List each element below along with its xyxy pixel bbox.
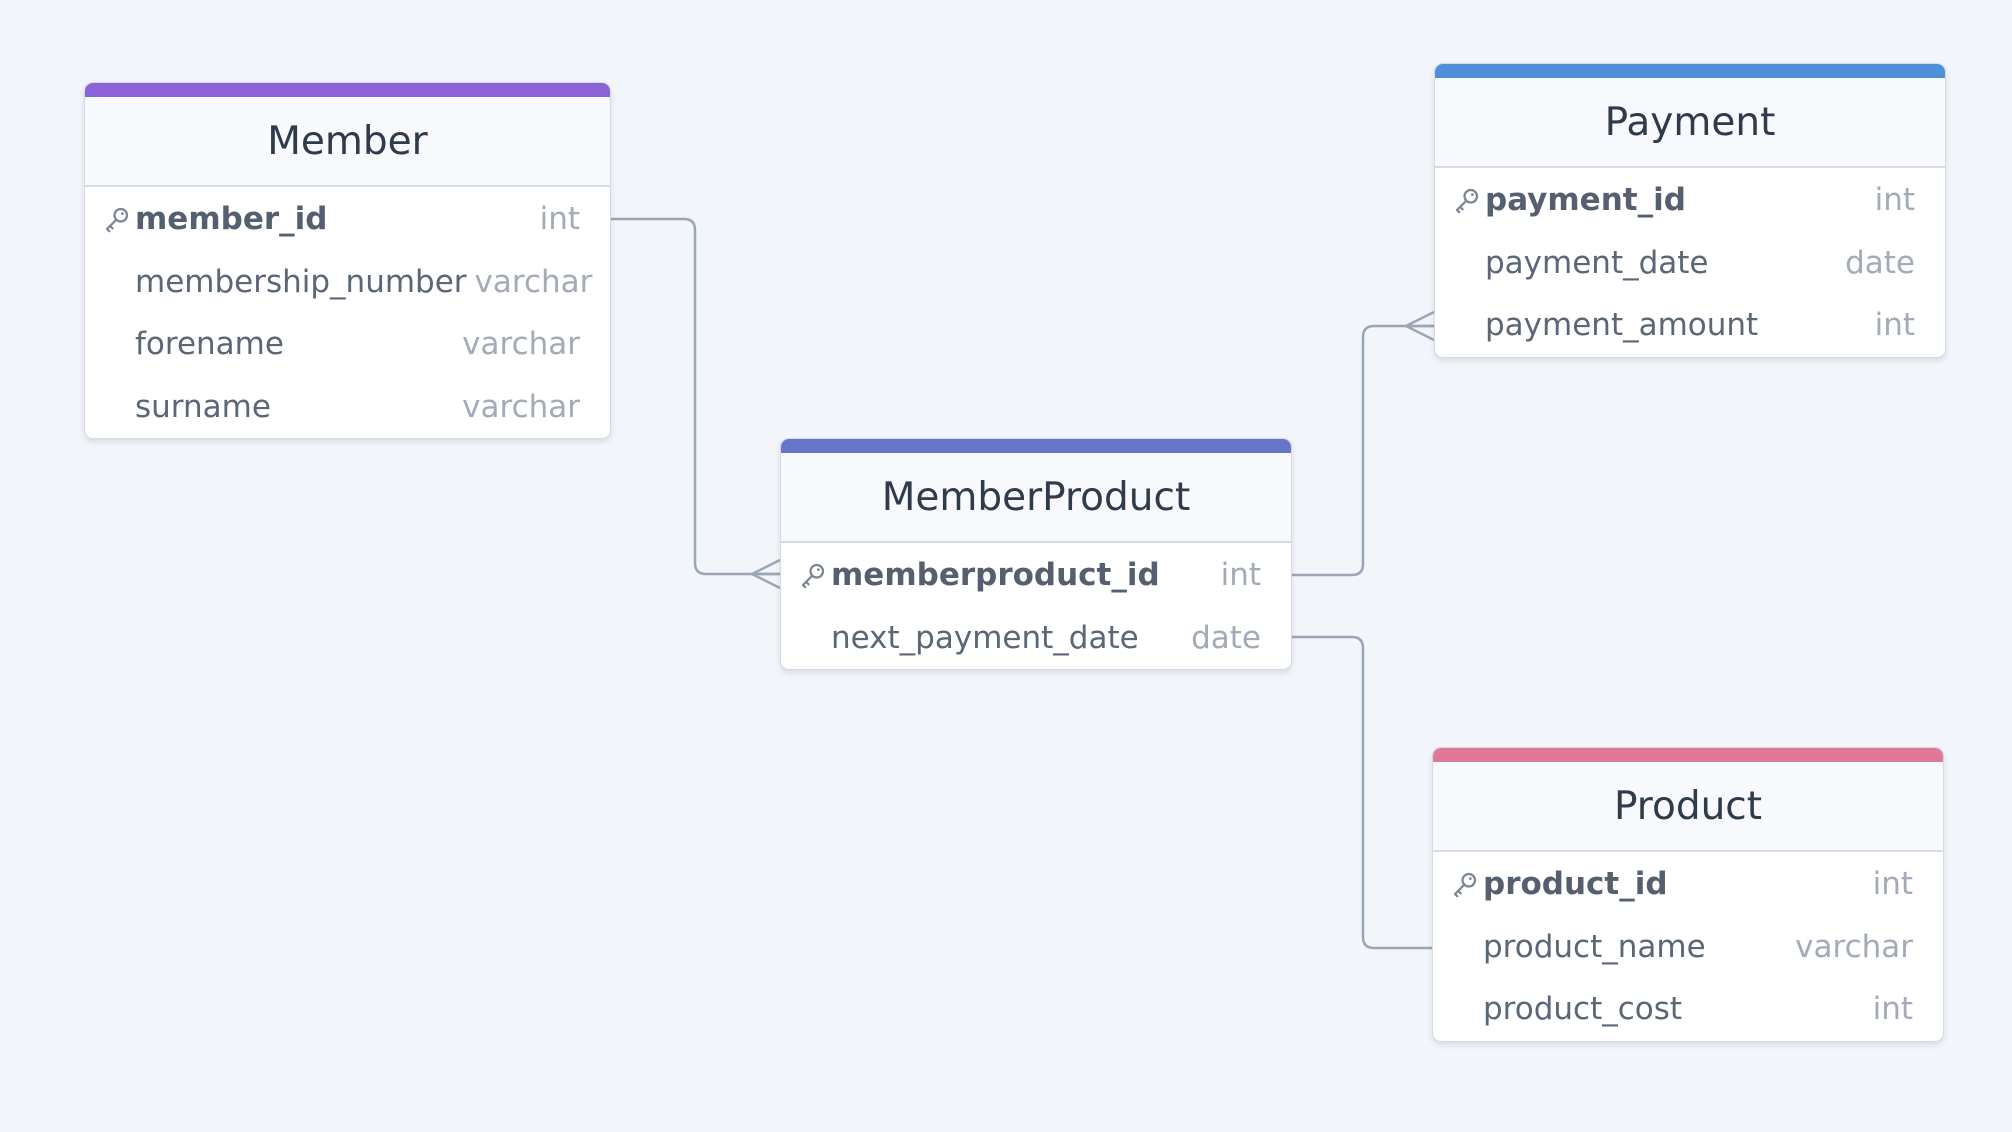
column-row-product-cost[interactable]: product_cost int	[1433, 978, 1943, 1041]
column-type: int	[539, 201, 580, 238]
column-name: payment_date	[1485, 244, 1709, 281]
key-icon	[1449, 185, 1485, 215]
entity-accent-bar	[85, 83, 610, 97]
entity-title: Product	[1433, 762, 1943, 852]
column-type: date	[1191, 619, 1261, 656]
column-name: product_id	[1483, 866, 1668, 903]
connector-member-memberproduct	[611, 217, 780, 576]
crowfoot-payment	[1404, 310, 1435, 342]
entity-product[interactable]: Product product_id int product_name varc…	[1432, 747, 1944, 1042]
column-row-next-payment-date[interactable]: next_payment_date date	[781, 607, 1291, 670]
column-row-memberproduct-id[interactable]: memberproduct_id int	[781, 544, 1291, 607]
entity-accent-bar	[781, 439, 1291, 453]
column-row-forename[interactable]: forename varchar	[85, 313, 610, 376]
column-row-surname[interactable]: surname varchar	[85, 376, 610, 439]
column-row-payment-date[interactable]: payment_date date	[1435, 232, 1945, 295]
entity-memberproduct[interactable]: MemberProduct memberproduct_id int next_…	[780, 438, 1292, 670]
connector-memberproduct-payment	[1292, 324, 1434, 577]
column-name: next_payment_date	[831, 619, 1139, 656]
column-row-payment-id[interactable]: payment_id int	[1435, 169, 1945, 232]
column-name: member_id	[135, 201, 328, 238]
crowfoot-memberproduct	[750, 558, 781, 590]
column-name: product_cost	[1483, 991, 1683, 1028]
column-name: forename	[135, 326, 284, 363]
column-type: int	[1872, 866, 1913, 903]
key-icon	[1447, 869, 1483, 899]
column-type: int	[1874, 182, 1915, 219]
column-row-payment-amount[interactable]: payment_amount int	[1435, 294, 1945, 357]
column-type: varchar	[474, 263, 593, 300]
column-type: varchar	[462, 326, 580, 363]
column-name: product_name	[1483, 928, 1706, 965]
column-row-member-id[interactable]: member_id int	[85, 188, 610, 251]
key-icon	[795, 560, 831, 590]
entity-title: Payment	[1435, 78, 1945, 168]
column-row-product-id[interactable]: product_id int	[1433, 853, 1943, 916]
key-icon	[99, 204, 135, 234]
entity-accent-bar	[1433, 748, 1943, 762]
entity-title: MemberProduct	[781, 453, 1291, 543]
connector-memberproduct-product	[1292, 635, 1432, 950]
column-type: int	[1220, 557, 1261, 594]
column-row-membership-number[interactable]: membership_number varchar	[85, 251, 610, 314]
column-name: payment_id	[1485, 182, 1686, 219]
column-name: memberproduct_id	[831, 557, 1160, 594]
column-name: payment_amount	[1485, 307, 1759, 344]
column-type: varchar	[1795, 928, 1913, 965]
column-name: membership_number	[135, 263, 467, 300]
column-row-product-name[interactable]: product_name varchar	[1433, 916, 1943, 979]
entity-member[interactable]: Member member_id int membership_number v…	[84, 82, 611, 439]
column-type: varchar	[462, 388, 580, 425]
entity-accent-bar	[1435, 64, 1945, 78]
entity-title: Member	[85, 97, 610, 187]
column-type: int	[1872, 991, 1913, 1028]
column-name: surname	[135, 388, 271, 425]
column-type: int	[1874, 307, 1915, 344]
column-type: date	[1845, 244, 1915, 281]
entity-payment[interactable]: Payment payment_id int payment_date date…	[1434, 63, 1946, 358]
